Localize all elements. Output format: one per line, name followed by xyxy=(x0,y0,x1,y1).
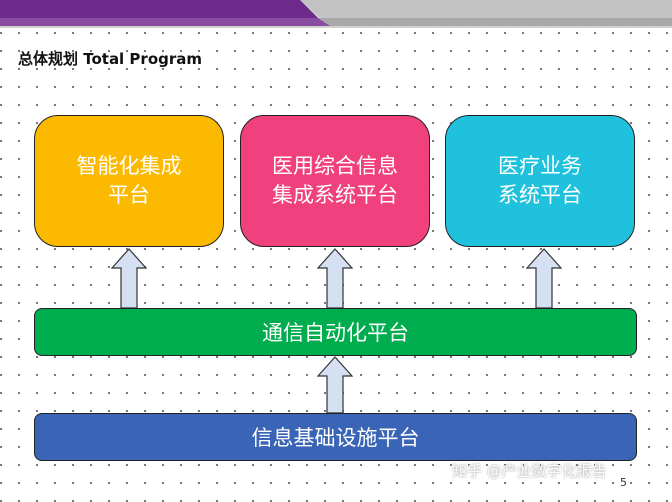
information-infrastructure-platform-label: 信息基础设施平台 xyxy=(251,426,420,450)
page-title: 总体规划 Total Program xyxy=(18,50,203,68)
information-infrastructure-platform-bar: 信息基础设施平台 xyxy=(34,413,637,461)
arrow-up-icon xyxy=(317,248,353,309)
medical-business-platform-label: 医疗业务 系统平台 xyxy=(498,154,582,207)
page-number: 5 xyxy=(620,476,627,489)
intelligent-integration-platform-label: 智能化集成 平台 xyxy=(76,154,182,207)
watermark: 知乎 @产业数字化报告 xyxy=(452,462,607,480)
arrow-up-icon xyxy=(111,248,147,309)
communication-automation-platform-bar: 通信自动化平台 xyxy=(34,308,637,356)
communication-automation-platform-label: 通信自动化平台 xyxy=(262,321,409,345)
medical-info-integration-platform-box: 医用综合信息 集成系统平台 xyxy=(240,115,430,247)
arrow-up-icon xyxy=(317,356,353,414)
header-decor-band xyxy=(0,0,672,28)
medical-info-integration-platform-label: 医用综合信息 集成系统平台 xyxy=(272,154,398,207)
arrow-up-icon xyxy=(526,248,562,309)
medical-business-platform-box: 医疗业务 系统平台 xyxy=(445,115,635,247)
intelligent-integration-platform-box: 智能化集成 平台 xyxy=(34,115,224,247)
